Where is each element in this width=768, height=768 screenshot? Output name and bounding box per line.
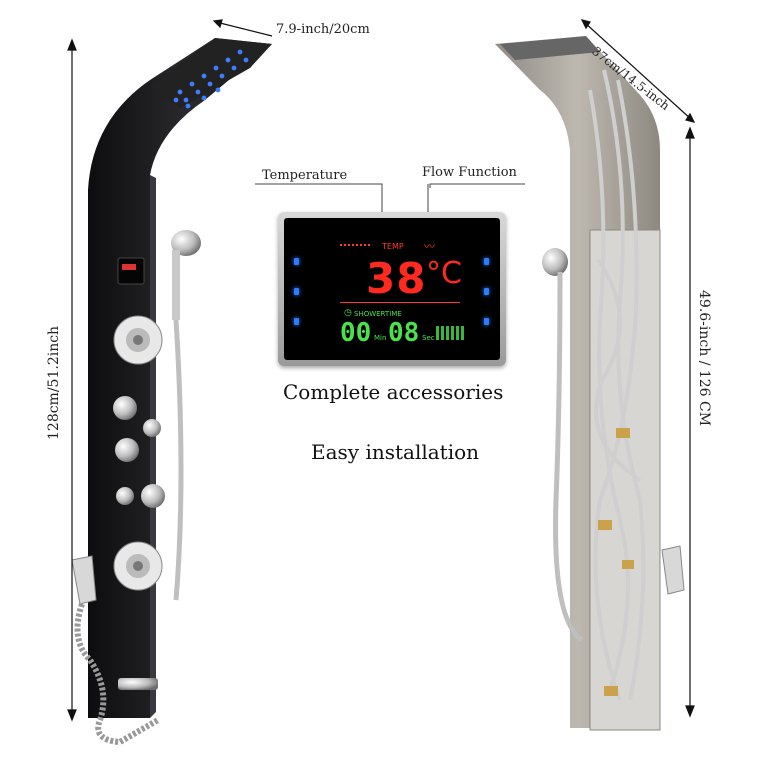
led-indicator	[294, 258, 299, 265]
tub-spout	[118, 678, 158, 690]
lcd-divider	[340, 302, 460, 303]
led-indicator	[484, 258, 489, 265]
body-jet-upper	[113, 315, 163, 365]
dimension-lines	[67, 19, 696, 722]
rain-shower-led-nozzles	[173, 49, 249, 109]
led-indicator	[484, 318, 489, 325]
internal-pipes	[588, 69, 646, 701]
lcd-temp-label: TEMP	[382, 242, 404, 251]
lcd-temperature-value: 38	[366, 254, 427, 303]
flow-icon: 〰	[424, 240, 435, 253]
lcd-sec-label: Sec	[422, 334, 435, 342]
black-shower-panel	[71, 38, 272, 746]
callout-flow-function: Flow Function	[422, 165, 517, 180]
led-indicator	[294, 288, 299, 295]
lcd-screen: TEMP 〰 38 °C ◷ SHOWERTIME 00 Min 08 Sec	[284, 218, 500, 360]
lcd-temp-bar	[340, 244, 370, 249]
led-indicator	[294, 318, 299, 325]
caption-easy-installation: Easy installation	[311, 440, 480, 464]
steel-shower-panel-back	[495, 36, 685, 731]
hand-shower-right	[542, 248, 568, 276]
lcd-display-panel: TEMP 〰 38 °C ◷ SHOWERTIME 00 Min 08 Sec	[278, 212, 506, 366]
dimension-top-left: 7.9-inch/20cm	[276, 22, 370, 37]
panel-display	[117, 257, 145, 285]
lcd-min-label: Min	[374, 334, 387, 342]
bidet-sprayer	[71, 555, 160, 746]
lcd-minutes: 00	[340, 318, 372, 348]
hand-shower	[171, 230, 201, 601]
callout-lines	[255, 183, 525, 215]
brass-fittings	[598, 428, 634, 696]
led-indicator	[484, 288, 489, 295]
dimension-right-height: 49.6-inch / 126 CM	[696, 290, 712, 427]
lcd-flow-bars	[436, 326, 464, 340]
lcd-temperature-unit: °C	[426, 256, 462, 291]
control-knobs	[113, 396, 165, 508]
clock-icon: ◷	[344, 308, 352, 318]
lcd-showertime-label: SHOWERTIME	[354, 310, 402, 318]
dimension-left-height: 128cm/51.2inch	[46, 325, 62, 440]
bidet-sprayer-right	[661, 545, 685, 595]
body-jet-lower	[113, 541, 163, 591]
callout-temperature: Temperature	[262, 168, 348, 183]
caption-complete-accessories: Complete accessories	[283, 380, 504, 404]
lcd-seconds: 08	[388, 318, 420, 348]
